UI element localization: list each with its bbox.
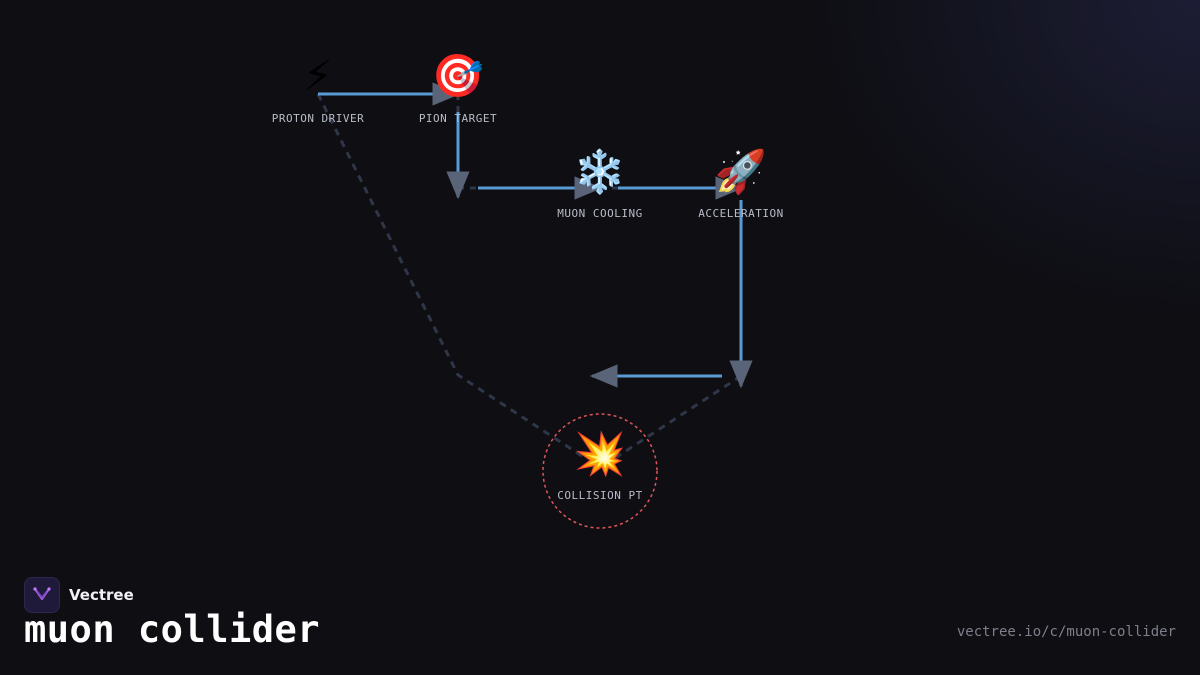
node-acceleration: 🚀 ACCELERATION — [698, 147, 783, 220]
vectree-logo-icon — [24, 577, 60, 613]
page-url[interactable]: vectree.io/c/muon-collider — [956, 624, 1176, 640]
node-label-acceleration: ACCELERATION — [698, 207, 783, 220]
node-label-collision-point: COLLISION PT — [557, 489, 642, 502]
node-pion-target: 🎯 PION TARGET — [419, 51, 497, 125]
lightning-icon: ⚡ — [303, 51, 333, 100]
node-label-muon-cooling: MUON COOLING — [557, 207, 642, 220]
node-label-pion-target: PION TARGET — [419, 112, 497, 125]
rocket-icon: 🚀 — [715, 147, 767, 196]
target-icon: 🎯 — [432, 51, 484, 100]
node-proton-driver: ⚡ PROTON DRIVER — [272, 51, 365, 125]
dashed-edge-accel-collision — [614, 374, 742, 460]
node-collision-point: 💥 COLLISION PT — [557, 429, 642, 502]
collision-icon: 💥 — [574, 429, 626, 479]
node-muon-cooling: ❄️ MUON COOLING — [557, 147, 642, 220]
dashed-edge-proton-collision — [316, 93, 586, 460]
node-label-proton-driver: PROTON DRIVER — [272, 112, 365, 125]
brand: Vectree — [24, 577, 134, 613]
snowflake-icon: ❄️ — [574, 147, 626, 196]
brand-name: Vectree — [69, 586, 134, 604]
collision-ring — [542, 413, 658, 529]
page-title: muon collider — [24, 608, 321, 651]
